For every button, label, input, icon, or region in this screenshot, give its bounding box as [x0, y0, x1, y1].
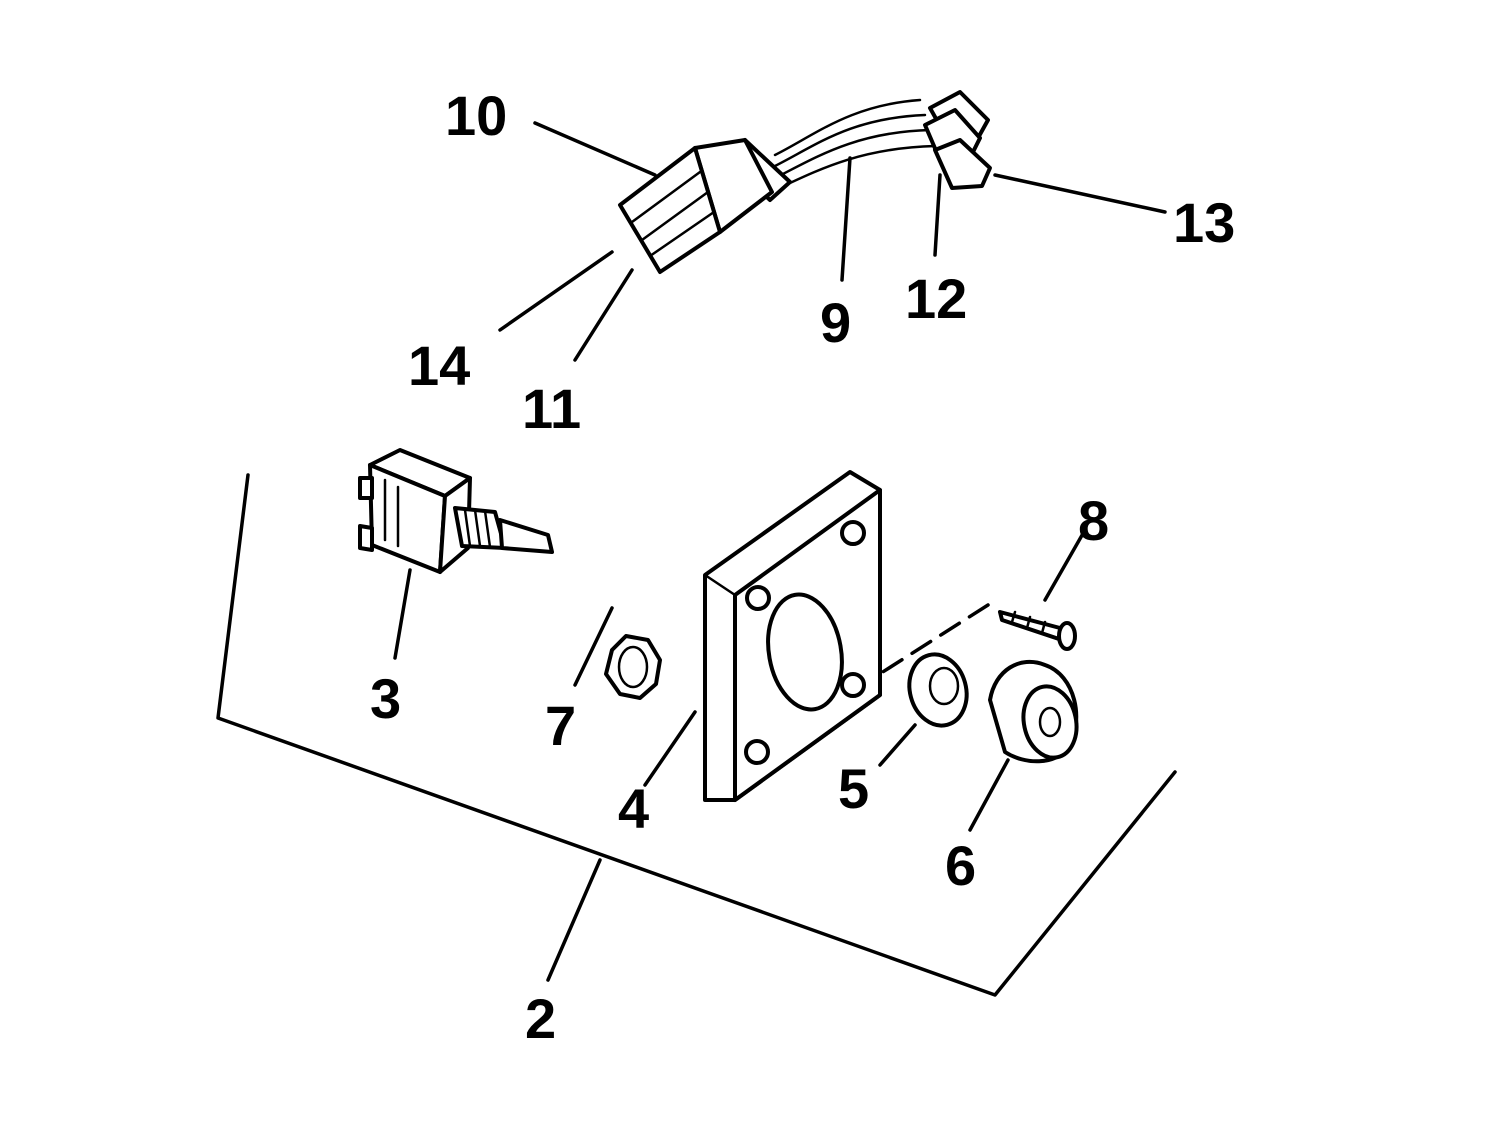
callout-14: 14	[408, 334, 470, 397]
screw	[998, 610, 1077, 651]
leader-lines	[216, 121, 1177, 997]
callout-6: 6	[945, 834, 976, 897]
callout-13: 13	[1173, 191, 1235, 254]
callout-labels: 10 14 11 9 12 13 3 7 4 5 6 8 2	[370, 84, 1235, 1050]
callout-5: 5	[838, 757, 869, 820]
callout-11: 11	[522, 377, 581, 440]
callout-9: 9	[820, 291, 851, 354]
callout-8: 8	[1078, 489, 1109, 552]
callout-7: 7	[545, 694, 576, 757]
callout-3: 3	[370, 667, 401, 730]
knurled-nut	[907, 652, 969, 728]
wiring-harness	[618, 90, 992, 274]
boot-cap	[988, 659, 1079, 764]
callout-10: 10	[445, 84, 507, 147]
callout-4: 4	[618, 777, 649, 840]
callout-2: 2	[525, 987, 556, 1050]
toggle-switch	[358, 448, 554, 574]
callout-12: 12	[905, 267, 967, 330]
hex-nut	[604, 634, 662, 700]
mounting-plate	[703, 470, 882, 802]
